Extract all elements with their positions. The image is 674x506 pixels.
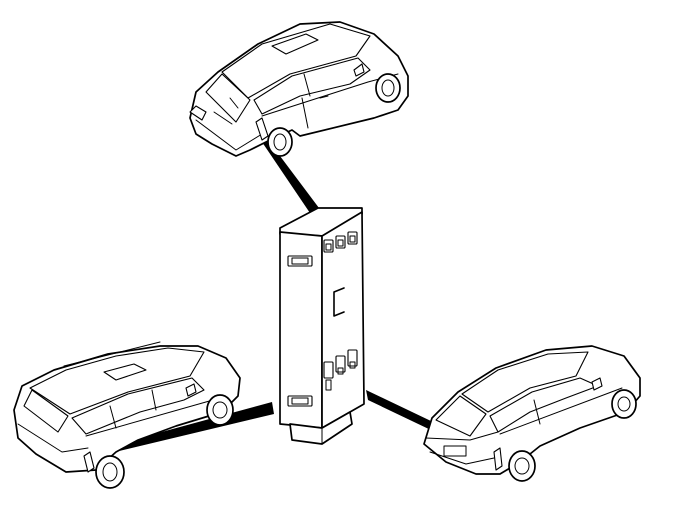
sedan-front-wheel xyxy=(611,389,637,419)
module-connector-bottom xyxy=(323,349,358,391)
hatchback-sunroof xyxy=(271,33,319,55)
estate-rear-window xyxy=(23,389,69,433)
car-sedan xyxy=(423,345,641,482)
module-front-slot-lower xyxy=(287,395,313,407)
sedan-license-plate xyxy=(443,445,467,457)
estate-side-window xyxy=(71,377,205,435)
link-beam-top xyxy=(262,140,322,216)
sedan-rear-window xyxy=(435,395,487,437)
module-label-c xyxy=(333,287,345,317)
estate-sunroof xyxy=(103,363,147,381)
hatchback-front-wheel xyxy=(375,73,401,103)
car-estate xyxy=(13,341,241,489)
car-hatchback xyxy=(189,21,409,157)
module-front-slot-upper xyxy=(287,255,313,267)
hatchback-roof xyxy=(221,23,371,99)
estate-front-wheel xyxy=(206,394,234,426)
sedan-rear-light xyxy=(493,447,503,471)
hatchback-rear-light xyxy=(189,105,207,121)
hatchback-side-window xyxy=(253,57,371,115)
hatchback-rear-window xyxy=(205,73,251,123)
sedan-side-window xyxy=(489,377,599,433)
estate-roof xyxy=(29,347,205,415)
hatchback-rear-wheel xyxy=(267,127,293,157)
control-module: C xyxy=(279,207,365,445)
estate-rear-wheel xyxy=(95,455,125,489)
estate-rear-light xyxy=(83,451,95,473)
module-connector-top xyxy=(323,231,358,253)
sedan-rear-wheel xyxy=(508,450,536,482)
sedan-roof xyxy=(461,351,589,413)
